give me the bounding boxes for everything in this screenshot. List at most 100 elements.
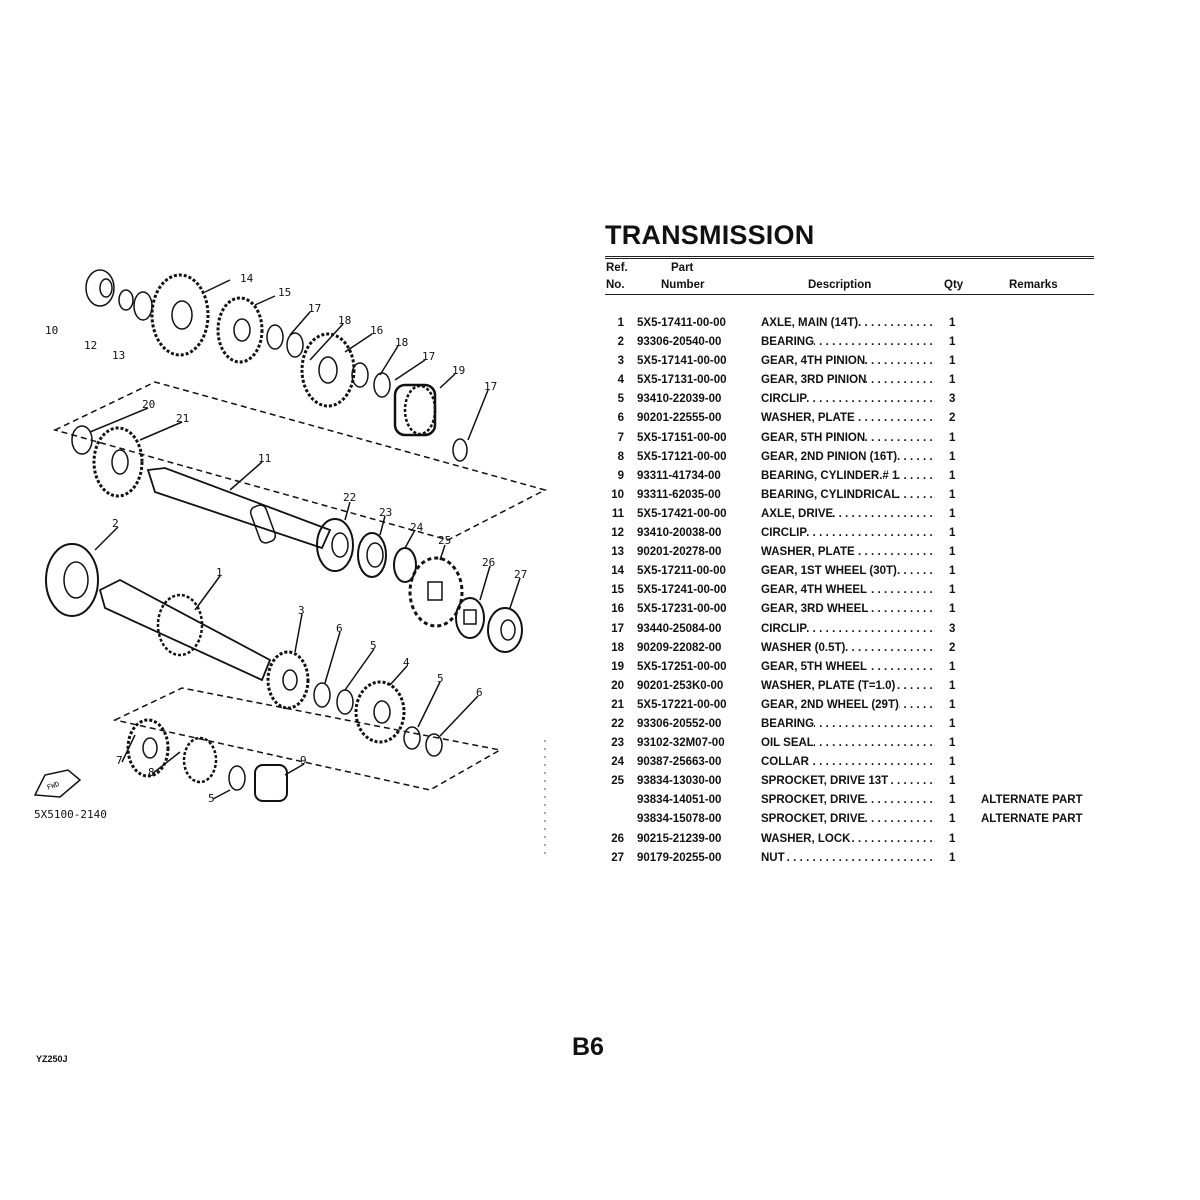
diagram-part-shape xyxy=(282,669,298,691)
quantity: 1 xyxy=(949,488,956,501)
description: BEARING, CYLINDRICAL....................… xyxy=(761,489,936,501)
diagram-part-shape xyxy=(182,736,218,784)
description: CIRCLIP.................................… xyxy=(761,623,936,635)
quantity: 1 xyxy=(949,374,956,387)
header-remarks: Remarks xyxy=(1009,279,1058,291)
part-number: 90179-20255-00 xyxy=(637,851,722,864)
part-number: 93410-22039-00 xyxy=(637,393,722,406)
diagram-part-shape xyxy=(336,689,354,715)
diagram-part-shape: 10 12 13 14 15 17 18 16 18 17 19 17 20 2… xyxy=(34,272,527,821)
callout: 5 xyxy=(437,672,444,685)
diagram-part-shape xyxy=(156,593,204,657)
diagram-part-shape xyxy=(266,650,310,710)
description: AXLE, DRIVE.............................… xyxy=(761,508,936,520)
diagram-part-shape xyxy=(254,764,288,802)
leader-dots: ........................................ xyxy=(895,679,936,692)
description: GEAR, 2ND WHEEL (29T)...................… xyxy=(761,699,936,711)
leader-dots: ........................................ xyxy=(897,450,936,463)
description: GEAR, 5TH PINION........................… xyxy=(761,432,936,444)
drive-axle-frame xyxy=(52,381,548,541)
leader-dots: ........................................ xyxy=(813,737,936,750)
quantity: 1 xyxy=(949,660,956,673)
quantity: 1 xyxy=(949,756,956,769)
diagram-part-shape xyxy=(92,426,144,498)
callout: 14 xyxy=(240,272,254,285)
ref-number: 26 xyxy=(611,832,624,845)
diagram-part-shape xyxy=(99,278,113,298)
quantity: 1 xyxy=(949,698,956,711)
description-text: BEARING, CYLINDER.# 1 xyxy=(761,469,899,482)
callout: 9 xyxy=(300,754,307,767)
callout: 5 xyxy=(370,639,377,652)
callout: 7 xyxy=(116,754,123,767)
part-number: 5X5-17411-00-00 xyxy=(637,317,726,329)
ref-number: 11 xyxy=(611,507,624,520)
description: GEAR, 4TH PINION........................… xyxy=(761,355,936,367)
diagram-part-shape xyxy=(351,362,369,388)
diagram-part-shape xyxy=(89,279,521,800)
callout: 27 xyxy=(514,568,527,581)
quantity: 1 xyxy=(949,813,956,826)
diagram-part-shape xyxy=(408,556,464,628)
ref-number: 18 xyxy=(611,641,624,654)
description-text: GEAR, 1ST WHEEL (30T) xyxy=(761,565,897,578)
diagram-part-shape xyxy=(487,607,523,653)
description: WASHER, PLATE (T=1.0)...................… xyxy=(761,680,936,692)
part-number: 93306-20552-00 xyxy=(637,717,722,730)
callout: 17 xyxy=(422,350,435,363)
callout: 6 xyxy=(476,686,483,699)
diagram-part-shape xyxy=(142,737,158,759)
callout: 2 xyxy=(112,517,119,530)
ref-number: 6 xyxy=(617,412,624,425)
quantity: 1 xyxy=(949,775,956,788)
diagram-part-shape xyxy=(71,425,93,455)
ref-number: 13 xyxy=(611,546,624,559)
quantity: 2 xyxy=(949,412,956,425)
remarks: ALTERNATE PART xyxy=(981,794,1083,807)
part-number: 90201-253K0-00 xyxy=(637,679,724,692)
description: GEAR, 3RD WHEEL.........................… xyxy=(761,603,936,615)
leader-dots: ........................................ xyxy=(867,584,936,597)
description-text: SPROCKET, DRIVE xyxy=(761,794,866,807)
part-number: 5X5-17131-00-00 xyxy=(637,374,727,387)
quantity: 1 xyxy=(949,679,956,692)
description-text: WASHER, PLATE (T=1.0) xyxy=(761,679,896,692)
part-number: 93834-13030-00 xyxy=(637,775,722,788)
description: BEARING, CYLINDER.# 1...................… xyxy=(761,470,936,482)
diagram-part-shape xyxy=(316,518,354,572)
leader-dots: ........................................ xyxy=(897,565,936,578)
ref-number: 4 xyxy=(617,374,624,387)
description: SPROCKET, DRIVE.........................… xyxy=(761,813,936,825)
diagram-part-shape xyxy=(133,291,153,321)
description-text: GEAR, 2ND WHEEL (29T) xyxy=(761,698,899,711)
header-number: Number xyxy=(661,279,705,291)
leader-dots: ........................................ xyxy=(807,622,936,635)
part-number: 5X5-17241-00-00 xyxy=(637,584,727,597)
description-text: GEAR, 3RD PINION xyxy=(761,374,867,387)
callout: 13 xyxy=(112,349,125,362)
callout: 4 xyxy=(403,656,410,669)
description-text: CIRCLIP xyxy=(761,393,807,406)
ref-number: 23 xyxy=(611,737,624,750)
diagram-part-shape xyxy=(111,449,129,475)
page-code: B6 xyxy=(572,1033,604,1061)
ref-number: 7 xyxy=(617,431,624,444)
callout: 5 xyxy=(208,792,215,805)
diagram-part-shape xyxy=(228,765,246,791)
diagram-part-shape xyxy=(393,383,437,437)
callout: 19 xyxy=(452,364,465,377)
leader-dots: ........................................ xyxy=(899,698,936,711)
part-number: 93410-20038-00 xyxy=(637,527,722,540)
